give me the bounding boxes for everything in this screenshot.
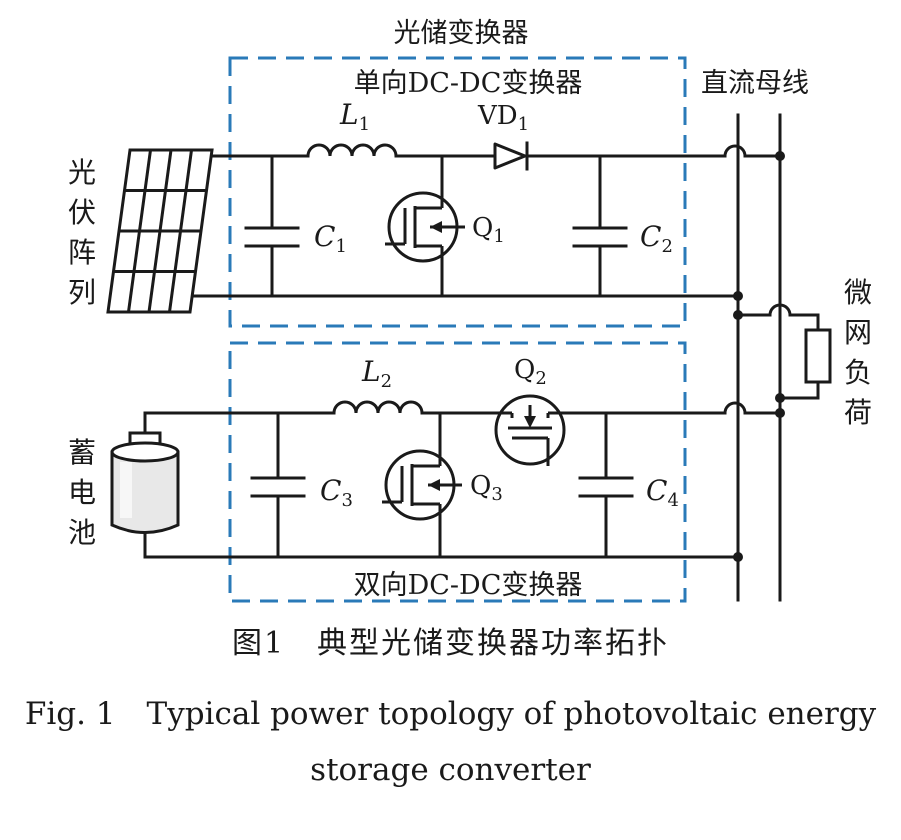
junction-dot bbox=[775, 408, 785, 418]
label-q1: Q1 bbox=[472, 213, 505, 247]
label-l2: L2 bbox=[361, 355, 392, 392]
figure-caption-en-line2: storage converter bbox=[310, 752, 591, 788]
load-char: 荷 bbox=[844, 396, 872, 429]
junction-dot bbox=[733, 552, 743, 562]
inductor-l1-symbol bbox=[306, 143, 398, 158]
label-c3: C3 bbox=[320, 474, 353, 511]
load-char: 微 bbox=[844, 276, 872, 309]
bidirectional-converter-box bbox=[228, 341, 687, 603]
label-q3: Q3 bbox=[470, 471, 503, 505]
load-char: 网 bbox=[844, 316, 872, 349]
battery-icon bbox=[110, 431, 180, 534]
junction-dot bbox=[733, 310, 743, 320]
label-vd1: VD1 bbox=[477, 101, 529, 135]
battery-char: 蓄 bbox=[68, 436, 96, 469]
unidirectional-label: 单向DC-DC变换器 bbox=[354, 68, 583, 99]
label-l1: L1 bbox=[339, 98, 370, 135]
inductor-l2-symbol bbox=[332, 400, 424, 415]
pv-array-char: 阵 bbox=[68, 236, 96, 269]
battery-char: 电 bbox=[68, 476, 96, 509]
junction-dot bbox=[775, 393, 785, 403]
pv-panel-icon bbox=[106, 148, 214, 314]
bidirectional-label: 双向DC-DC变换器 bbox=[354, 570, 583, 601]
label-c1: C1 bbox=[314, 220, 347, 257]
junction-dot bbox=[775, 151, 785, 161]
figure-caption-en-line1: Fig. 1 Typical power topology of photovo… bbox=[24, 696, 877, 732]
dc-bus-label: 直流母线 bbox=[701, 68, 809, 99]
unidirectional-converter-box bbox=[228, 56, 687, 328]
mosfet-q2-symbol bbox=[494, 394, 566, 466]
pv-array-char: 光 bbox=[68, 156, 96, 189]
converter-title: 光储变换器 bbox=[394, 18, 529, 49]
figure-caption-cn: 图1 典型光储变换器功率拓扑 bbox=[231, 626, 670, 661]
diode-vd1-symbol bbox=[493, 142, 527, 170]
pv-array-char: 伏 bbox=[68, 196, 96, 229]
load-resistor-symbol bbox=[804, 328, 832, 384]
label-q2: Q2 bbox=[514, 355, 547, 389]
circuit-diagram: 光储变换器 单向DC-DC变换器 双向DC-DC变换器 直流母线 光 伏 阵 列… bbox=[68, 18, 872, 603]
pv-array-char: 列 bbox=[68, 276, 96, 309]
junction-dot bbox=[733, 291, 743, 301]
load-char: 负 bbox=[844, 356, 872, 389]
battery-char: 池 bbox=[68, 516, 96, 549]
label-c2: C2 bbox=[640, 220, 673, 257]
label-c4: C4 bbox=[646, 474, 679, 511]
